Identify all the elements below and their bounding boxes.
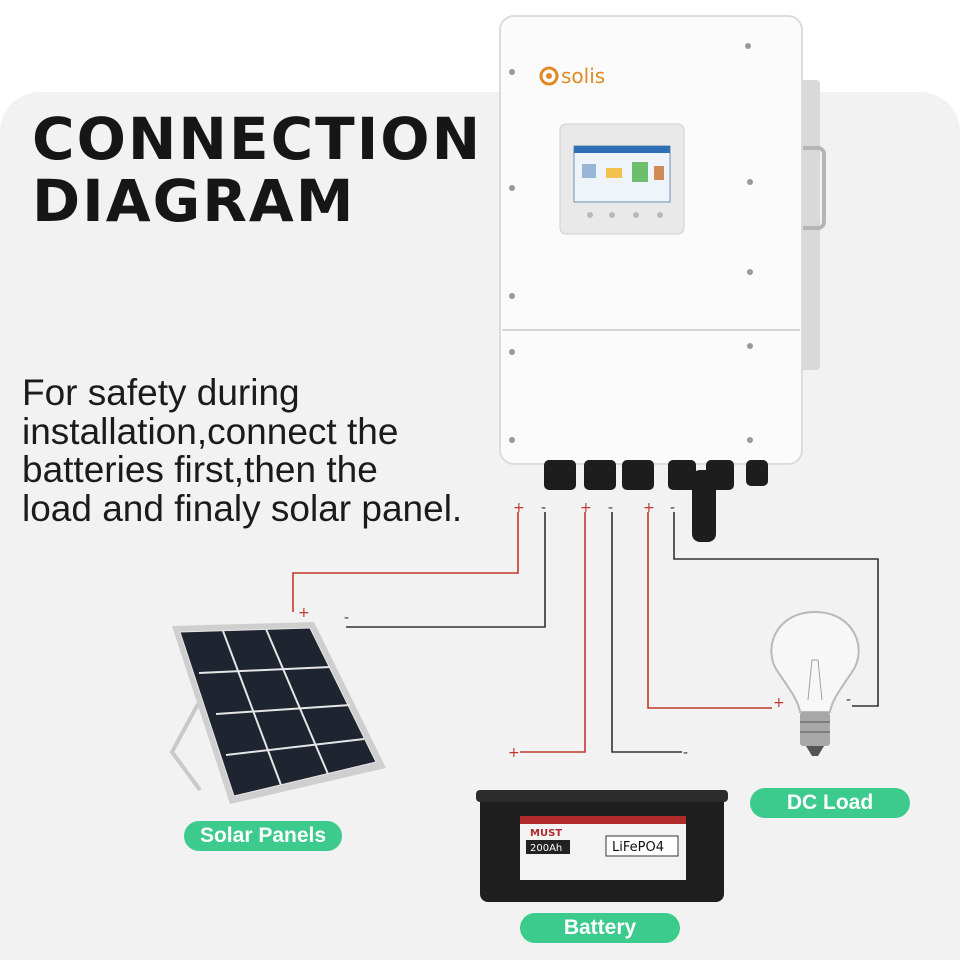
battery-chem-box <box>605 835 679 857</box>
safety-note: For safety during installation,connect t… <box>22 372 502 529</box>
solar-plus-sign: + <box>298 605 310 621</box>
polarity-signs: + - + - + - + - + - + - <box>298 500 851 761</box>
battery-lid <box>476 790 728 802</box>
load-positive-wire <box>647 512 772 709</box>
inverter-terminals <box>544 460 768 542</box>
load-plus-sign: + <box>773 695 785 711</box>
screen-battery-icon <box>632 162 648 182</box>
solar-minus-sign: - <box>344 610 349 626</box>
battery-plus-sign: + <box>508 745 520 761</box>
screen-solar-icon <box>582 164 596 178</box>
inverter-screen-header <box>574 146 670 153</box>
solar-panel-grid <box>198 666 331 674</box>
inverter: solis <box>499 15 826 542</box>
screw-icon <box>509 69 515 75</box>
screw-icon <box>745 43 751 49</box>
light-bulb-icon <box>770 610 860 756</box>
battery-capacity: 200Ah <box>530 843 562 854</box>
battery-capacity-box <box>526 840 570 854</box>
inverter-brand: solis <box>561 64 605 88</box>
load-negative-wire <box>673 512 879 707</box>
solar-panels-label: Solar Panels <box>184 821 342 851</box>
note-line-2: installation,connect the <box>22 410 399 452</box>
solar-panel-grid <box>215 704 351 715</box>
screw-icon <box>747 179 753 185</box>
inverter-load-minus: - <box>670 500 675 516</box>
screen-load-icon <box>654 166 664 180</box>
inverter-load-plus: + <box>643 500 655 516</box>
screw-icon <box>509 349 515 355</box>
solar-panel-grid <box>222 630 282 786</box>
inverter-battery-minus: - <box>608 500 613 516</box>
screw-icon <box>509 293 515 299</box>
wiring <box>292 512 879 753</box>
battery-minus-sign: - <box>683 745 688 761</box>
battery: MUST 200Ah LiFePO4 <box>476 790 728 902</box>
screw-icon <box>509 185 515 191</box>
battery-label-pill: Battery <box>520 913 680 943</box>
solar-panel-grid <box>265 628 329 775</box>
inverter-side-fins <box>798 80 820 370</box>
screen-button-2 <box>609 212 615 218</box>
screw-icon <box>747 269 753 275</box>
load-minus-sign: - <box>846 692 851 708</box>
screw-icon <box>509 437 515 443</box>
screen-button-4 <box>657 212 663 218</box>
note-line-1: For safety during <box>22 372 300 413</box>
inverter-battery-plus: + <box>580 500 592 516</box>
note-line-3: batteries first,then the <box>22 449 378 490</box>
inverter-solar-plus: + <box>513 500 525 516</box>
title-line-2: DIAGRAM <box>32 167 356 235</box>
screw-icon <box>747 437 753 443</box>
page-title: CONNECTION DIAGRAM <box>32 108 482 232</box>
inverter-logo-icon <box>539 66 559 86</box>
solar-panel-stand <box>169 703 202 792</box>
solar-panel-grid <box>225 738 365 756</box>
inverter-solar-minus: - <box>541 500 546 516</box>
battery-negative-wire <box>611 512 682 753</box>
title-line-1: CONNECTION <box>32 105 483 173</box>
solar-positive-wire <box>292 512 519 612</box>
screen-button-1 <box>587 212 593 218</box>
bulb-base <box>800 712 830 746</box>
battery-brand: MUST <box>530 828 562 839</box>
screen-button-3 <box>633 212 639 218</box>
battery-label-stripe <box>520 816 686 824</box>
screw-icon <box>747 343 753 349</box>
dc-load-label: DC Load <box>750 788 910 818</box>
solar-panel <box>169 622 386 804</box>
screen-flow-icon <box>606 168 622 178</box>
battery-positive-wire <box>520 512 586 753</box>
note-line-4: load and finaly solar panel. <box>22 487 463 529</box>
solar-negative-wire <box>346 512 546 628</box>
battery-chemistry: LiFePO4 <box>612 840 664 855</box>
